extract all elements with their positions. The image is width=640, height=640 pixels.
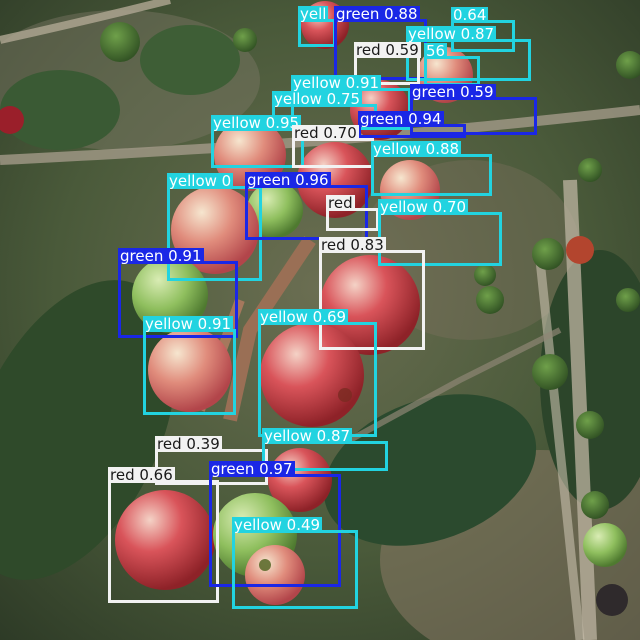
coffee-cherry-photo xyxy=(0,0,640,640)
